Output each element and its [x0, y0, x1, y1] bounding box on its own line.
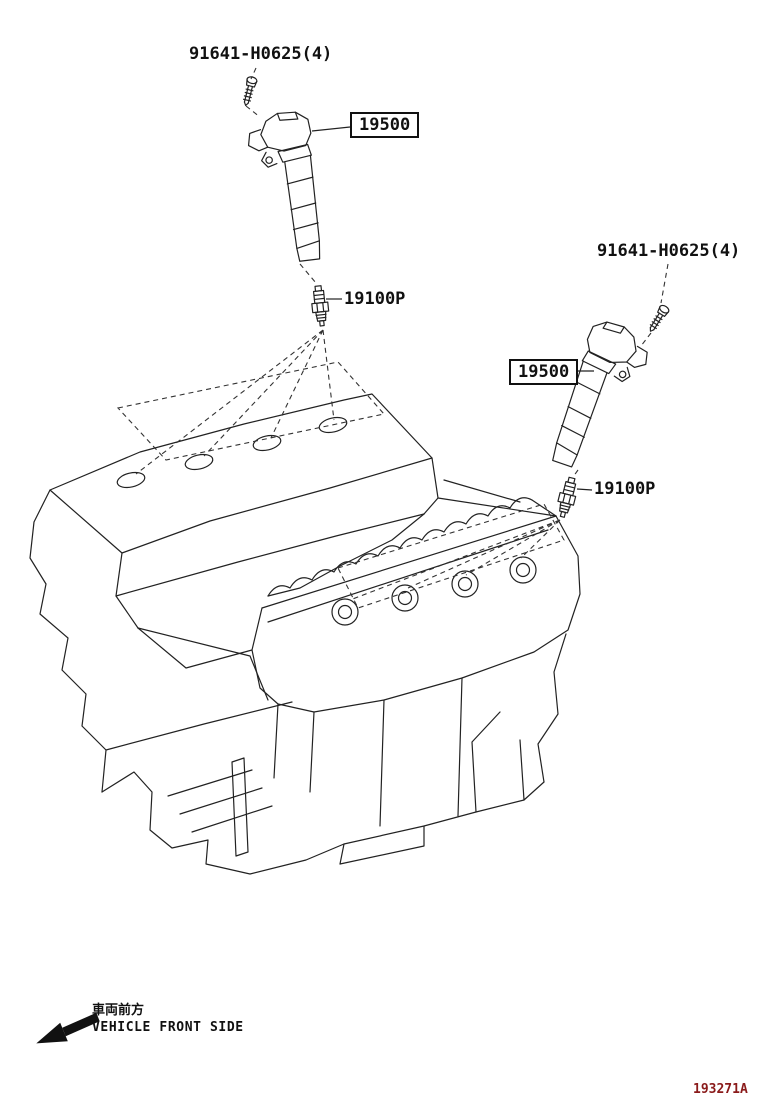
callout-bolt-top[interactable]: 91641-H0625(4) — [189, 44, 333, 64]
spark-plug-2-drawing — [553, 475, 581, 520]
vehicle-front-arrow-icon — [36, 1012, 100, 1044]
assembly-dashed-lines — [116, 67, 669, 609]
ignition-coil-1-drawing — [245, 110, 322, 265]
engine-block-drawing — [29, 393, 581, 875]
diagram-code: 193271A — [693, 1082, 748, 1097]
callout-bolt-right[interactable]: 91641-H0625(4) — [597, 241, 741, 261]
mounting-bolt-1-drawing — [240, 75, 259, 108]
callout-plug-right[interactable]: 19100P — [594, 479, 656, 499]
callout-coil-top[interactable]: 19500 — [350, 112, 420, 139]
front-note-japanese: 車両前方 — [92, 1003, 145, 1018]
callout-plug-top[interactable]: 19100P — [344, 289, 406, 309]
spark-plug-1-drawing — [309, 284, 331, 328]
callout-coil-right[interactable]: 19500 — [509, 359, 579, 386]
front-note-english: VEHICLE FRONT SIDE — [92, 1020, 244, 1035]
mounting-bolt-2-drawing — [645, 303, 671, 335]
ignition-coil-2-drawing — [550, 317, 655, 480]
